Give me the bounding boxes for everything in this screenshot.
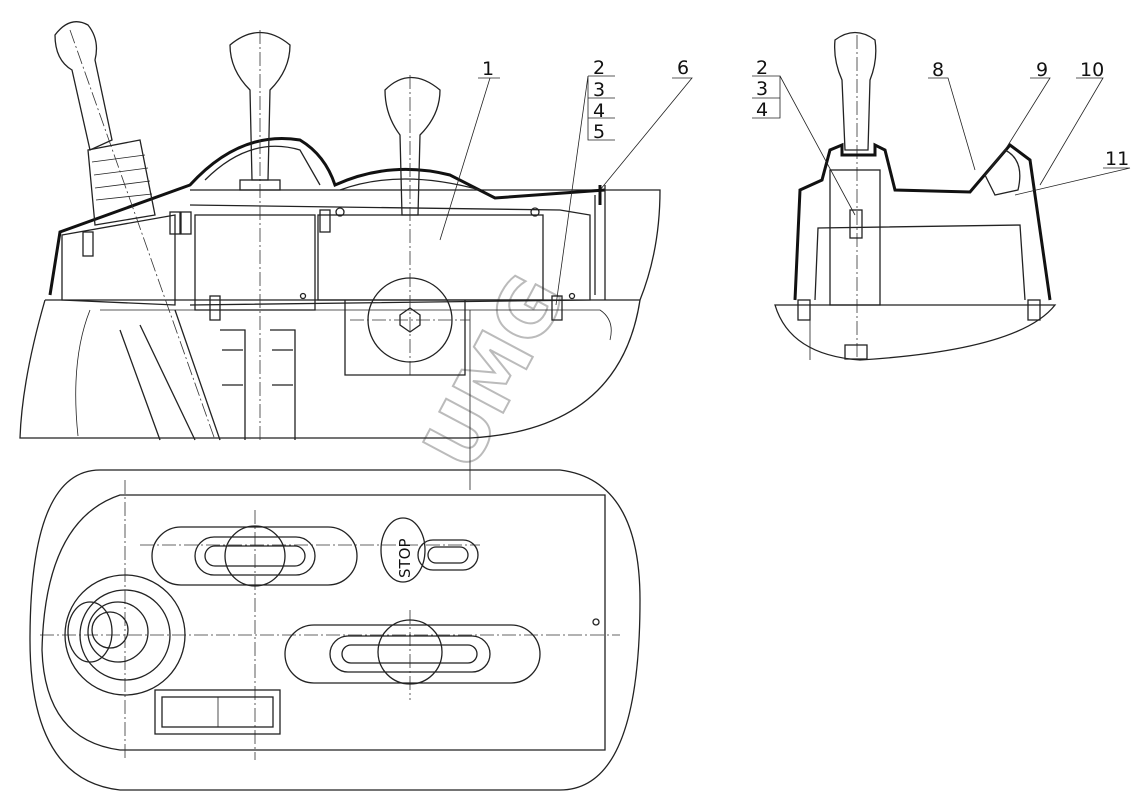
lever-left bbox=[54, 21, 221, 441]
stop-label: STOP bbox=[396, 538, 414, 578]
callout-label-6: 6 bbox=[677, 57, 689, 79]
watermark: UMG bbox=[407, 261, 583, 484]
lever-right bbox=[344, 75, 470, 376]
callout-label-4: 4 bbox=[756, 99, 768, 121]
lever-center bbox=[220, 30, 296, 440]
housing-body bbox=[19, 299, 641, 439]
callout-6: 6 bbox=[598, 57, 693, 205]
callout-label-1: 1 bbox=[482, 58, 494, 80]
plan-view: STOP bbox=[29, 469, 641, 791]
callout-label-5: 5 bbox=[593, 121, 605, 143]
callout-label-11: 11 bbox=[1105, 148, 1129, 170]
cover bbox=[48, 136, 606, 296]
callout-label-9: 9 bbox=[1036, 59, 1048, 81]
end-cover bbox=[793, 142, 1052, 301]
callout-label-8: 8 bbox=[932, 59, 944, 81]
callout-label-2: 2 bbox=[756, 57, 768, 79]
callout-label-4: 4 bbox=[593, 100, 605, 122]
side-view: 1 2 3 4 5 6 bbox=[19, 21, 693, 490]
callout-label-2: 2 bbox=[593, 57, 605, 79]
plan-panel bbox=[41, 494, 606, 751]
callout-1: 1 bbox=[439, 58, 500, 241]
lamp bbox=[984, 149, 1021, 196]
housing-top bbox=[45, 189, 661, 301]
callout-label-3: 3 bbox=[756, 78, 768, 100]
callout-label-3: 3 bbox=[593, 79, 605, 101]
bolts bbox=[82, 207, 576, 321]
plan-outline bbox=[29, 469, 641, 791]
callout-2-5: 2 3 4 5 bbox=[555, 57, 615, 306]
end-view: 2 3 4 8 9 10 11 bbox=[752, 31, 1131, 361]
callout-label-10: 10 bbox=[1080, 59, 1104, 81]
